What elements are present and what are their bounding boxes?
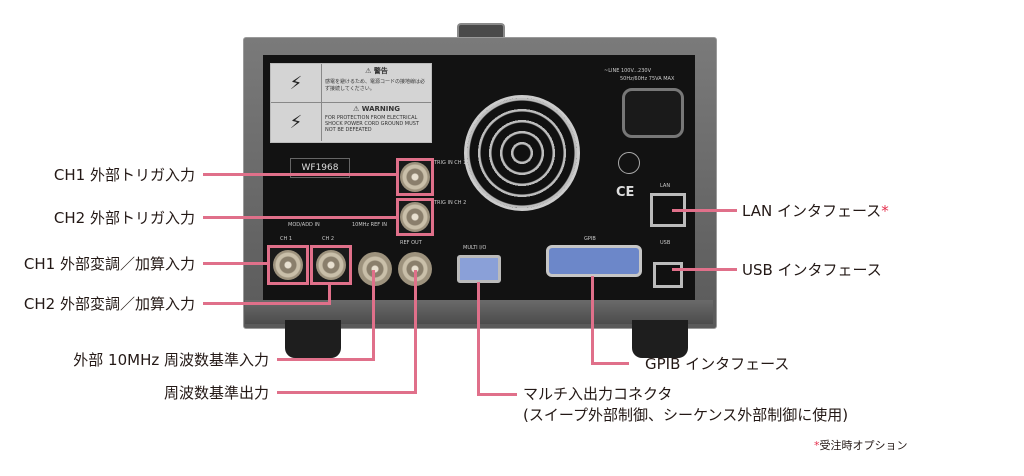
- shock-hazard-icon: ⚡: [271, 64, 322, 102]
- power-rating-line2: 50Hz/60Hz 75VA MAX: [620, 76, 675, 82]
- power-rating-line1: ~LINE 100V...230V: [604, 68, 651, 74]
- multi-io-connector: [457, 255, 501, 283]
- callout-line-ch1-mod: [203, 262, 269, 265]
- ch2-trig-connector-box: [396, 198, 434, 236]
- ce-mark: CE: [616, 185, 635, 200]
- usb-port: [653, 262, 683, 288]
- shock-hazard-icon: ⚡: [271, 103, 322, 141]
- callout-ch2-trig: CH2 外部トリガ入力: [53, 209, 195, 227]
- cooling-fan: [464, 95, 580, 211]
- usb-label: USB: [660, 240, 671, 246]
- bnc-connector-icon: [273, 250, 303, 280]
- callout-line-gpib-h: [591, 362, 629, 365]
- ref-in-label: 10MHz REF IN: [352, 222, 387, 228]
- callout-ch2-mod: CH2 外部変調／加算入力: [23, 295, 195, 313]
- multi-io-label: MULTI I/O: [463, 245, 487, 251]
- ac-inlet: [622, 88, 684, 138]
- warning-jp-title: ⚠ 警告: [365, 67, 388, 75]
- footnote-text: 受注時オプション: [819, 439, 908, 452]
- callout-ch1-trig: CH1 外部トリガ入力: [53, 166, 195, 184]
- callout-line-ch2-mod-v: [328, 282, 331, 305]
- callout-usb: USB インタフェース: [742, 261, 882, 279]
- trig-in-ch1-label: TRIG IN CH 1: [434, 160, 467, 166]
- callout-line-multi-io-v: [477, 282, 480, 396]
- asterisk-icon: *: [814, 439, 820, 452]
- warning-label: ⚡ ⚠ 警告感電を避けるため、電源コードの接地線は必ず接続してください。 ⚡ ⚠…: [270, 63, 432, 143]
- ch2-label: CH 2: [322, 236, 335, 242]
- callout-line-ch1-trig: [203, 173, 398, 176]
- callout-multi-io: マルチ入出力コネクタ: [523, 385, 673, 403]
- ch1-trig-connector-box: [396, 158, 434, 196]
- lan-label: LAN: [660, 183, 671, 189]
- mod-add-in-label: MOD/ADD IN: [288, 222, 320, 228]
- callout-lan-text: LAN インタフェース: [742, 202, 882, 220]
- callout-line-ref-in-v: [372, 270, 375, 361]
- bnc-connector-icon: [400, 162, 430, 192]
- bnc-connector-icon: [316, 250, 346, 280]
- warning-en-title: ⚠ WARNING: [353, 105, 400, 113]
- asterisk-icon: *: [881, 202, 889, 220]
- callout-line-usb: [672, 268, 737, 271]
- gpib-label: GPIB: [584, 236, 596, 242]
- callout-line-lan: [672, 209, 737, 212]
- callout-line-multi-io-h: [477, 393, 517, 396]
- callout-gpib: GPIB インタフェース: [645, 355, 790, 373]
- callout-multi-io-desc: (スイープ外部制御、シーケンス外部制御に使用): [523, 406, 849, 424]
- ref-out-label: REF OUT: [400, 240, 422, 246]
- callout-ref-out: 周波数基準出力: [163, 384, 269, 402]
- callout-ref-in: 外部 10MHz 周波数基準入力: [73, 351, 269, 369]
- blank-hole: [618, 152, 640, 174]
- gpib-connector: [546, 245, 642, 277]
- ch1-label: CH 1: [280, 236, 293, 242]
- callout-line-ref-out-v: [414, 270, 417, 394]
- left-foot: [285, 320, 341, 358]
- trig-in-ch2-label: TRIG IN CH 2: [434, 200, 467, 206]
- callout-line-ref-out-h: [277, 391, 417, 394]
- ch2-mod-connector-box: [310, 245, 352, 285]
- warning-jp-text: 感電を避けるため、電源コードの接地線は必ず接続してください。: [325, 79, 426, 92]
- warning-en-text: FOR PROTECTION FROM ELECTRICAL SHOCK POW…: [325, 115, 420, 133]
- model-plate: WF1968: [290, 158, 350, 178]
- callout-line-ref-in-h: [277, 358, 375, 361]
- right-foot: [632, 320, 688, 358]
- callout-lan: LAN インタフェース*: [742, 200, 889, 221]
- ch1-mod-connector-box: [267, 245, 309, 285]
- carry-handle: [457, 23, 505, 41]
- bnc-connector-icon: [400, 202, 430, 232]
- ref-in-connector: [358, 252, 392, 286]
- footnote: *受注時オプション: [814, 437, 908, 453]
- callout-line-ch2-trig: [203, 216, 398, 219]
- callout-line-ch2-mod-h: [203, 302, 331, 305]
- callout-ch1-mod: CH1 外部変調／加算入力: [23, 255, 195, 273]
- callout-line-gpib-v: [591, 276, 594, 365]
